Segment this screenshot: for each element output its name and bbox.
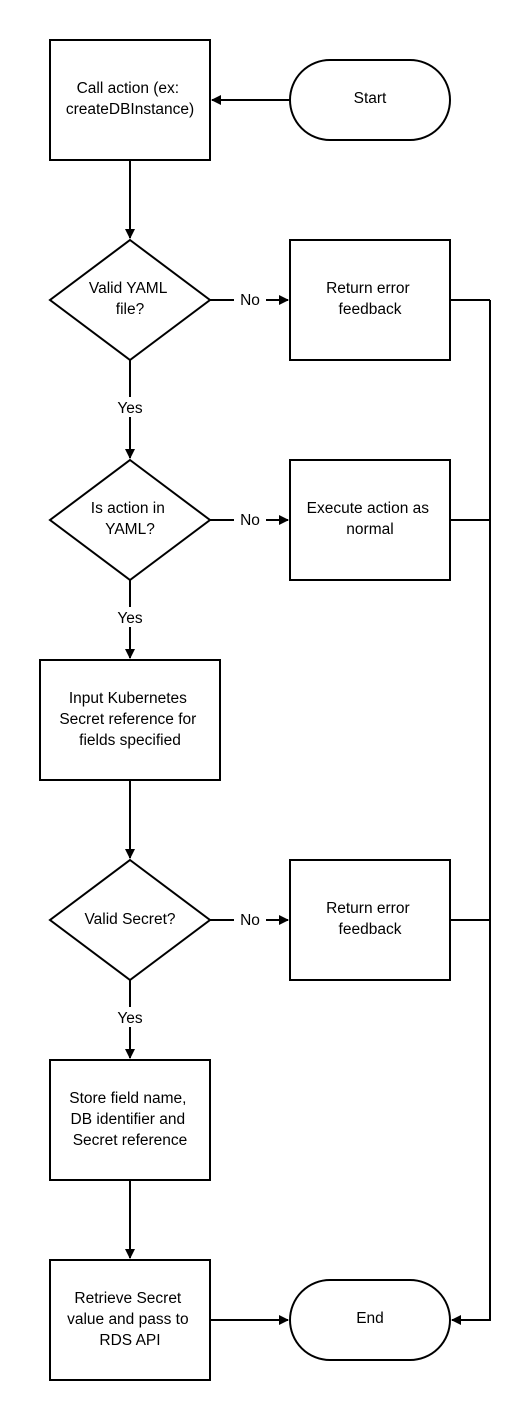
svg-text:Retrieve Secret value an: Retrieve Secret value and pass to RDS AP… [67, 1290, 193, 1349]
label-secret-no: No [240, 912, 260, 929]
decision-valid-secret-line: Valid Secret? [84, 911, 175, 928]
decision-valid-yaml: Valid YAML file? [48, 238, 212, 362]
decision-valid-yaml-line: file? [116, 301, 145, 318]
node-retrieve-secret-line: Retrieve Secret [74, 1290, 182, 1307]
node-return-error-1-line: feedback [339, 301, 402, 318]
node-end-line: End [356, 1310, 384, 1327]
node-return-error-1: Return error feedback [289, 239, 451, 361]
decision-action-in-yaml: Is action in YAML? [48, 458, 212, 582]
node-call-action-line: createDBInstance) [66, 101, 194, 118]
label-action-no: No [240, 512, 260, 529]
svg-text:Return error feedback: Return error feedback [326, 900, 414, 938]
svg-text:Valid Secret?: Valid Secret? [84, 911, 175, 928]
node-call-action-line: Call action (ex: [77, 80, 180, 97]
node-start: Start [289, 59, 451, 141]
decision-valid-yaml-line: Valid YAML [89, 280, 168, 297]
node-execute-action: Execute action as normal [289, 459, 451, 581]
svg-text:Start: Start [354, 90, 387, 107]
node-return-error-1-line: Return error [326, 280, 410, 297]
node-store-field-line: Store field name, [69, 1090, 186, 1107]
node-input-secret-reference-line: Input Kubernetes [69, 690, 187, 707]
label-yaml-yes: Yes [117, 400, 143, 417]
svg-text:Call action (ex: createD: Call action (ex: createDBInstance) [66, 80, 194, 118]
svg-text:Input Kubernetes Secret: Input Kubernetes Secret reference for fi… [59, 690, 200, 749]
node-retrieve-secret-line: RDS API [99, 1332, 160, 1349]
node-return-error-2-line: Return error [326, 900, 410, 917]
svg-text:Return error feedback: Return error feedback [326, 280, 414, 318]
edge-bus-to-end [451, 300, 491, 1325]
node-store-field-line: Secret reference [73, 1132, 188, 1149]
decision-action-in-yaml-line: YAML? [105, 521, 155, 538]
svg-text:End: End [356, 1310, 384, 1327]
node-start-line: Start [354, 90, 387, 107]
svg-text:Store field name, DB ide: Store field name, DB identifier and Secr… [69, 1090, 191, 1149]
node-return-error-2: Return error feedback [289, 859, 451, 981]
node-end: End [289, 1279, 451, 1361]
decision-action-in-yaml-line: Is action in [91, 500, 165, 517]
svg-text:Is action in YAML?: Is action in YAML? [91, 500, 169, 538]
svg-text:Execute action as normal: Execute action as normal [307, 500, 434, 538]
node-retrieve-secret: Retrieve Secret value and pass to RDS AP… [49, 1259, 211, 1381]
node-execute-action-line: Execute action as [307, 500, 430, 517]
node-input-secret-reference: Input Kubernetes Secret reference for fi… [39, 659, 221, 781]
node-store-field-line: DB identifier and [71, 1111, 186, 1128]
label-secret-yes: Yes [117, 1010, 143, 1027]
node-store-field: Store field name, DB identifier and Secr… [49, 1059, 211, 1181]
node-input-secret-reference-line: Secret reference for [59, 711, 196, 728]
node-retrieve-secret-line: value and pass to [67, 1311, 189, 1328]
node-execute-action-line: normal [346, 521, 393, 538]
label-action-yes: Yes [117, 610, 143, 627]
svg-text:Valid YAML file?: Valid YAML file? [89, 280, 171, 318]
node-return-error-2-line: feedback [339, 921, 402, 938]
node-call-action: Call action (ex: createDBInstance) [49, 39, 211, 161]
node-input-secret-reference-line: fields specified [79, 732, 181, 749]
label-yaml-no: No [240, 292, 260, 309]
decision-valid-secret: Valid Secret? [48, 858, 212, 982]
